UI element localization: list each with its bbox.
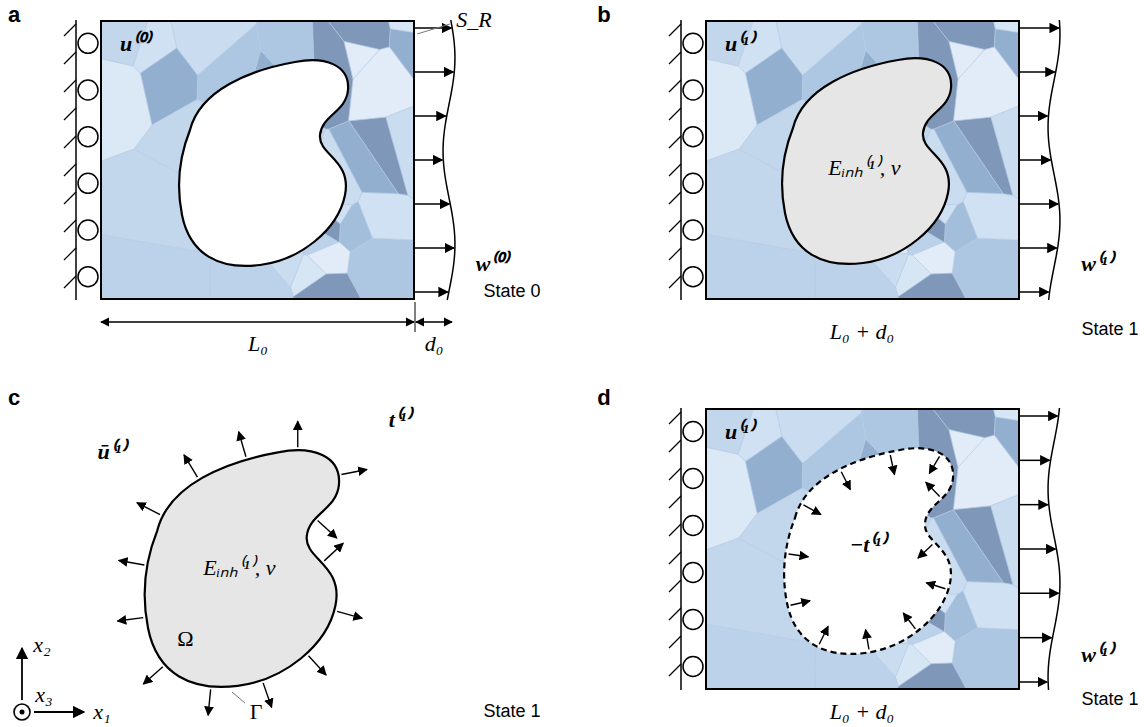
state-label: State 1 — [483, 702, 540, 722]
panel-letter: b — [597, 3, 610, 27]
grain-texture — [705, 20, 1020, 300]
void-hole — [179, 60, 348, 266]
grain-texture — [705, 408, 1020, 690]
void-hole-dashed — [784, 448, 953, 654]
dimension-label: L₀ + d₀ — [830, 320, 894, 344]
axis-triad — [14, 648, 84, 720]
roller-support — [669, 20, 703, 300]
state-label: State 1 — [1081, 320, 1138, 340]
panel-letter: c — [8, 386, 20, 410]
axis-label: x₁ — [93, 700, 110, 724]
grain — [898, 273, 967, 300]
displacement-label: w⁽⁰⁾ — [476, 252, 509, 276]
surface-label: S_R — [456, 8, 491, 32]
leader-line — [232, 692, 245, 703]
node-label: Eᵢₙₕ⁽¹⁾, ν — [828, 156, 900, 180]
traction-vectors — [117, 421, 366, 715]
panel-letter: a — [8, 3, 20, 27]
roller-support — [669, 408, 703, 690]
axis-label: x₂ — [33, 633, 50, 657]
grain — [293, 273, 362, 300]
inhomogeneity: Eᵢₙₕ⁽¹⁾, ν — [778, 51, 958, 271]
grain — [339, 202, 372, 252]
displacement-label: w⁽¹⁾ — [1081, 643, 1112, 667]
node-label: Eᵢₙₕ⁽¹⁾, ν — [203, 556, 275, 580]
grain — [898, 663, 967, 690]
dimension-label: d₀ — [425, 332, 444, 356]
dimension-line — [101, 321, 414, 322]
traction-arrows — [1020, 20, 1060, 300]
domain-square: u⁽¹⁾ Eᵢₙₕ⁽¹⁾, ν — [705, 20, 1020, 300]
dimension-label: L₀ + d₀ — [830, 700, 894, 724]
grain — [944, 591, 977, 641]
domain-square: u⁽⁰⁾ — [100, 20, 415, 300]
node-label: u⁽¹⁾ — [725, 420, 754, 444]
displacement-label: w⁽¹⁾ — [1081, 252, 1112, 276]
traction-label: t⁽¹⁾ — [389, 408, 412, 432]
panel-letter: d — [597, 386, 610, 410]
grain — [944, 202, 977, 252]
grain-texture — [100, 20, 415, 300]
state-label: State 1 — [1081, 690, 1138, 710]
node-label: u⁽⁰⁾ — [120, 32, 150, 56]
extension-line — [415, 302, 416, 332]
grain — [994, 417, 1020, 469]
boundary-label: Γ — [250, 700, 263, 724]
state-label: State 0 — [483, 282, 540, 302]
grain — [994, 29, 1020, 81]
reverse-traction-vectors — [789, 455, 946, 649]
grain — [389, 29, 415, 81]
displacement-label: ū⁽¹⁾ — [98, 440, 127, 464]
traction-arrows — [1020, 408, 1060, 690]
region-symbol: Ω — [177, 627, 193, 651]
inhomogeneity: Eᵢₙₕ⁽¹⁾, ν Ω — [140, 442, 347, 695]
traction-label: −t⁽¹⁾ — [847, 533, 889, 557]
roller-support — [64, 20, 98, 300]
traction-arrows — [415, 20, 455, 300]
axis-label: x₃ — [35, 683, 52, 707]
dimension-line — [416, 321, 452, 322]
dimension-label: L₀ — [248, 332, 268, 356]
leader-line — [417, 24, 450, 34]
node-label: u⁽¹⁾ — [725, 32, 754, 56]
